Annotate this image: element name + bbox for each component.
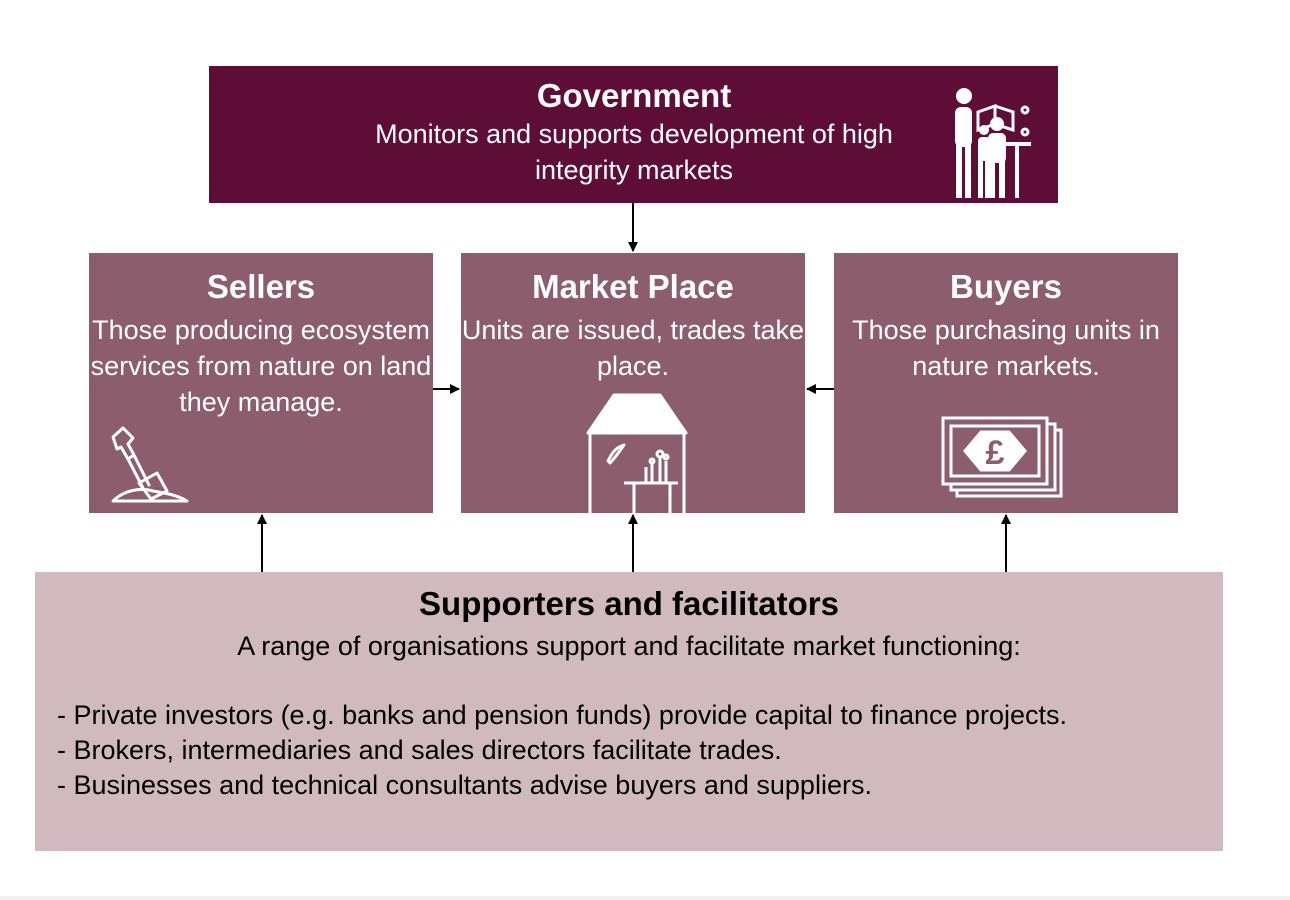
svg-text:£: £ bbox=[986, 434, 1005, 472]
list-item: - Private investors (e.g. banks and pens… bbox=[57, 700, 1068, 730]
supporters-title: Supporters and facilitators bbox=[419, 585, 839, 622]
government-description: Monitors and supports development of hig… bbox=[375, 119, 893, 185]
sellers-box: Sellers Those producing ecosystem servic… bbox=[89, 253, 433, 513]
government-box: Government Monitors and supports develop… bbox=[209, 66, 1058, 203]
pound-banknotes-icon: £ bbox=[941, 416, 1063, 498]
buyers-description: Those purchasing units in nature markets… bbox=[852, 315, 1160, 381]
supporters-box: Supporters and facilitators A range of o… bbox=[35, 572, 1223, 851]
shovel-icon bbox=[111, 426, 189, 503]
government-title: Government bbox=[536, 77, 732, 114]
family-reading-icon bbox=[955, 88, 1031, 198]
market-place-description: Units are issued, trades take place. bbox=[461, 315, 805, 381]
market-stall-icon bbox=[586, 393, 688, 513]
footer-divider bbox=[0, 896, 1290, 900]
buyers-box: Buyers Those purchasing units in nature … bbox=[834, 253, 1178, 513]
supporters-description: A range of organisations support and fac… bbox=[237, 631, 1021, 661]
sellers-description: Those producing ecosystem services from … bbox=[90, 315, 432, 417]
sellers-title: Sellers bbox=[206, 268, 316, 305]
supporters-list: - Private investors (e.g. banks and pens… bbox=[57, 698, 1067, 803]
list-item: - Brokers, intermediaries and sales dire… bbox=[57, 735, 782, 765]
list-item: - Businesses and technical consultants a… bbox=[57, 770, 872, 800]
market-place-title: Market Place bbox=[532, 268, 734, 305]
buyers-title: Buyers bbox=[950, 268, 1062, 305]
market-place-box: Market Place Units are issued, trades ta… bbox=[461, 253, 805, 513]
